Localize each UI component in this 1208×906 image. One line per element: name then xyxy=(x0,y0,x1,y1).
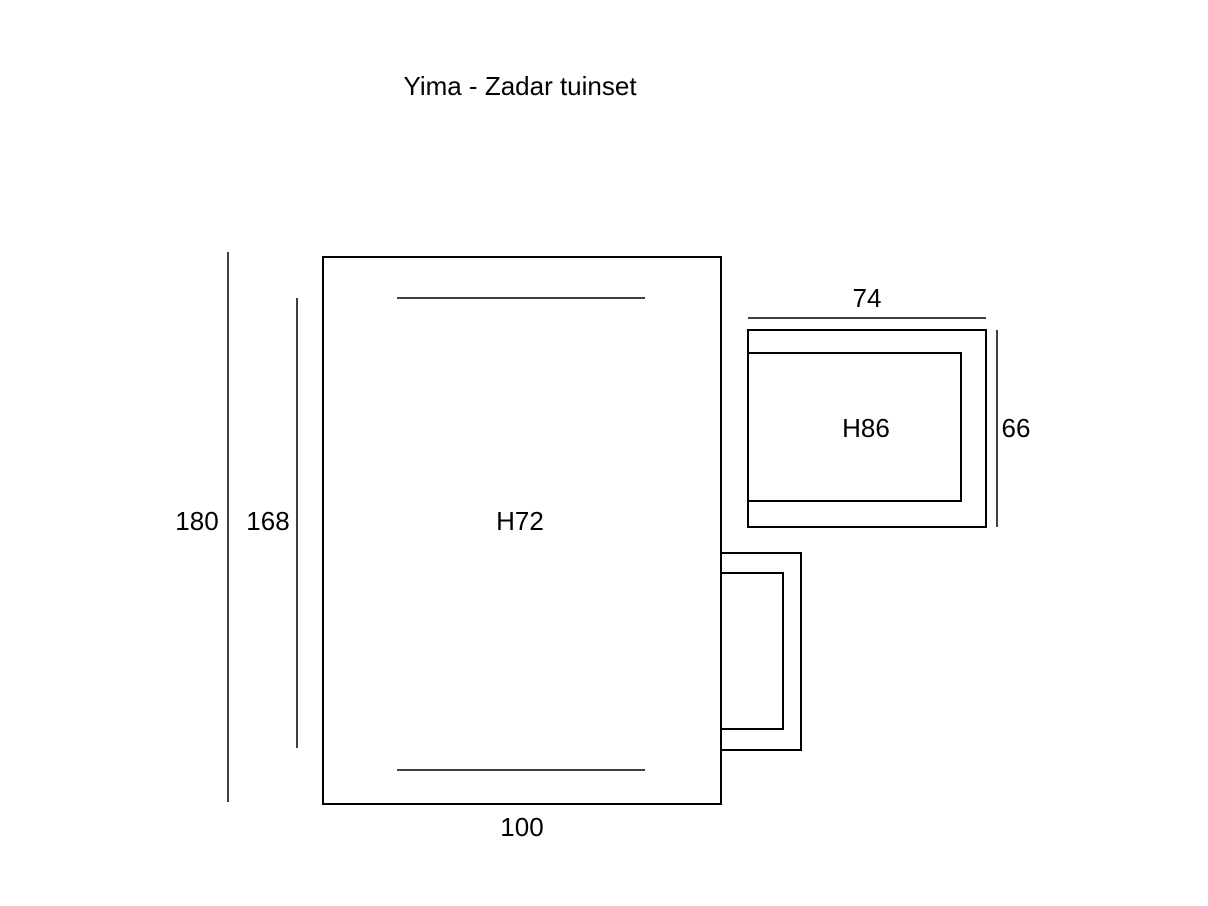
chair-width-label: 74 xyxy=(853,283,882,313)
inner-length-label: 168 xyxy=(246,506,289,536)
table-width-label: 100 xyxy=(500,812,543,842)
side-chair-seat-outline xyxy=(720,572,784,730)
table-height-label: H72 xyxy=(496,506,544,536)
chair-height-label: H86 xyxy=(842,413,890,443)
chair-depth-label: 66 xyxy=(1002,413,1031,443)
outer-length-label: 180 xyxy=(175,506,218,536)
side-chair-outline xyxy=(720,552,802,751)
chair-seat-outline xyxy=(747,352,962,502)
table-outline xyxy=(322,256,722,805)
diagram-title: Yima - Zadar tuinset xyxy=(403,71,637,101)
